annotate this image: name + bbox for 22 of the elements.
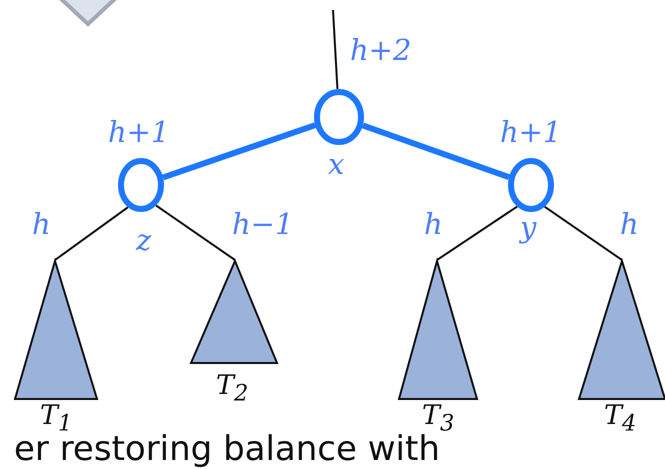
tree-branch xyxy=(362,122,510,180)
height-label: h+1 xyxy=(500,118,562,147)
subtree-label: T$_{4}$ xyxy=(604,402,636,435)
height-label: h+1 xyxy=(108,118,170,147)
height-label: h+2 xyxy=(350,36,412,65)
height-label: h−1 xyxy=(232,210,294,239)
subtree-label: T$_{3}$ xyxy=(422,402,454,435)
node-label: y xyxy=(520,213,536,242)
tree-branch xyxy=(544,206,623,261)
node-label: z xyxy=(136,226,152,255)
height-label: h xyxy=(32,210,51,239)
height-label: h xyxy=(620,210,639,239)
tree-branch xyxy=(332,10,338,90)
tree-branch xyxy=(155,204,236,261)
subtree-label: T$_{2}$ xyxy=(216,372,248,405)
subtree-label: T$_{1}$ xyxy=(40,402,72,435)
tree-branch xyxy=(54,206,129,261)
tree-branch xyxy=(162,122,316,180)
node-label: x xyxy=(328,150,344,179)
caption-text: er restoring balance with xyxy=(14,432,440,466)
height-label: h xyxy=(424,210,443,239)
tree-branch xyxy=(436,206,518,261)
